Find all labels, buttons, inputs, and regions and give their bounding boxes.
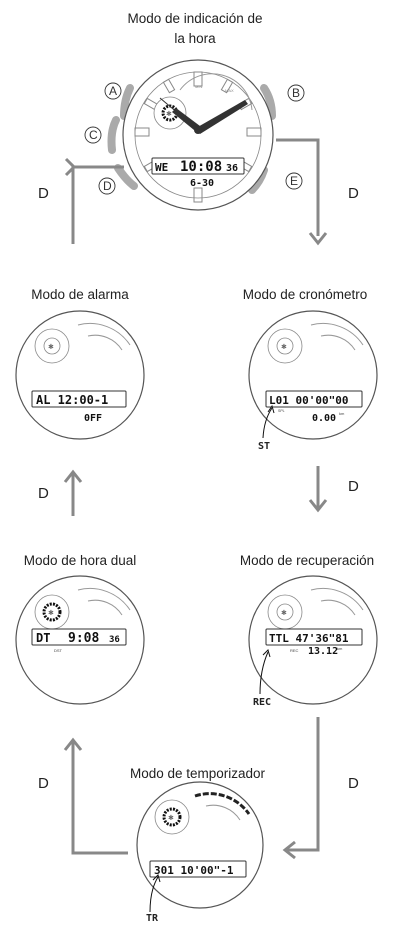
- arrow-main-to-stopwatch: [276, 138, 320, 236]
- second-hand: [159, 97, 199, 131]
- dual-lcd-seconds: 36: [109, 635, 120, 645]
- d-label-bottom-right: D: [348, 775, 359, 792]
- main-lcd-date: 6-30: [190, 178, 214, 189]
- main-lcd-seconds: 36: [226, 163, 238, 174]
- recall-watch: ✱ TTL 47'36"81 REC 13.12 km: [248, 575, 378, 705]
- annotation-st: ST: [258, 441, 271, 452]
- label-stopwatch-mode: Modo de cronómetro: [242, 287, 368, 302]
- arrow-head-to-dual: [63, 737, 83, 751]
- dual-lcd-dst: DST: [54, 648, 63, 653]
- d-label-mid-left: D: [38, 485, 49, 502]
- dial-min-text: MIN: [195, 84, 202, 89]
- svg-text:✱: ✱: [168, 814, 174, 822]
- svg-text:✱: ✱: [48, 343, 54, 351]
- annotation-tr: TR: [146, 913, 159, 924]
- button-d-label: D: [103, 179, 112, 193]
- recall-lcd-bottom: 13.12: [308, 646, 338, 657]
- annotation-rec: REC: [253, 697, 272, 708]
- button-b-shape[interactable]: [260, 84, 276, 120]
- main-lcd: [151, 157, 245, 175]
- stopwatch-lcd-bottom: 0.00: [312, 413, 336, 424]
- button-b-label: B: [292, 86, 300, 100]
- alarm-lcd-bottom: 0FF: [84, 413, 102, 424]
- arrow-timer-to-dual: [71, 740, 128, 855]
- title-line2: la hora: [174, 31, 216, 46]
- d-label-top-right: D: [348, 185, 359, 202]
- recall-lcd-unit: km: [337, 646, 343, 651]
- arrow-head-to-stopwatch: [308, 232, 328, 246]
- alarm-lcd-top: AL 12:00-1: [36, 393, 108, 407]
- timer-watch: ✱ 301 10'00"-1: [136, 781, 264, 913]
- svg-text:✱: ✱: [281, 609, 287, 617]
- recall-lcd-top: TTL 47'36"81: [269, 632, 349, 645]
- button-a-label: A: [109, 84, 117, 98]
- button-e-label: E: [290, 174, 298, 188]
- svg-text:✱: ✱: [281, 343, 287, 351]
- bluetooth-icon: ✱: [166, 110, 172, 118]
- button-c-shape[interactable]: [107, 116, 120, 154]
- stopwatch-lcd-unit: km: [339, 411, 345, 416]
- label-dual-time-mode: Modo de hora dual: [23, 553, 137, 568]
- button-a-shape[interactable]: [120, 84, 134, 120]
- button-d-shape[interactable]: [114, 164, 138, 190]
- arrow-main-from-alarm: [71, 165, 124, 244]
- stopwatch-lcd-spl: SPL: [278, 409, 285, 413]
- button-c-label: C: [89, 128, 98, 142]
- sub-dial: [153, 96, 187, 130]
- arrow-head-to-timer: [282, 840, 296, 860]
- main-lcd-day: WE: [155, 161, 168, 174]
- dual-lcd-label: DT: [36, 631, 50, 645]
- dual-time-watch: ✱ DT 9:08 36 DST: [15, 575, 145, 705]
- main-lcd-time: 10:08: [180, 159, 222, 175]
- arrow-head-to-main: [64, 157, 77, 177]
- main-watch: MIN MAX ✱ WE 10:08 36 6-30: [107, 59, 276, 211]
- stopwatch-lcd-top: L01 00'00"00: [269, 394, 348, 407]
- arrow-head-to-recall: [308, 499, 328, 513]
- minute-hand: [196, 100, 248, 134]
- stopwatch-watch: ✱ L01 00'00"00 SPL 0.00 km: [248, 310, 378, 440]
- d-label-top-left: D: [38, 185, 49, 202]
- alarm-watch: ✱ AL 12:00-1 0FF: [15, 310, 145, 440]
- label-alarm-mode: Modo de alarma: [31, 287, 129, 302]
- arrow-head-to-alarm: [63, 469, 83, 483]
- svg-text:✱: ✱: [48, 609, 54, 617]
- recall-lcd-rec: REC: [290, 648, 299, 653]
- label-timer-mode: Modo de temporizador: [129, 766, 266, 781]
- timer-lcd-top: 301 10'00"-1: [154, 864, 234, 877]
- d-label-bottom-left: D: [38, 775, 49, 792]
- dual-lcd-time: 9:08: [68, 631, 99, 646]
- label-recall-mode: Modo de recuperación: [239, 553, 375, 568]
- title-line1: Modo de indicación de: [127, 11, 263, 26]
- dial-max-text: MAX: [225, 88, 234, 93]
- d-label-mid-right: D: [348, 478, 359, 495]
- arrow-recall-to-timer: [285, 717, 320, 852]
